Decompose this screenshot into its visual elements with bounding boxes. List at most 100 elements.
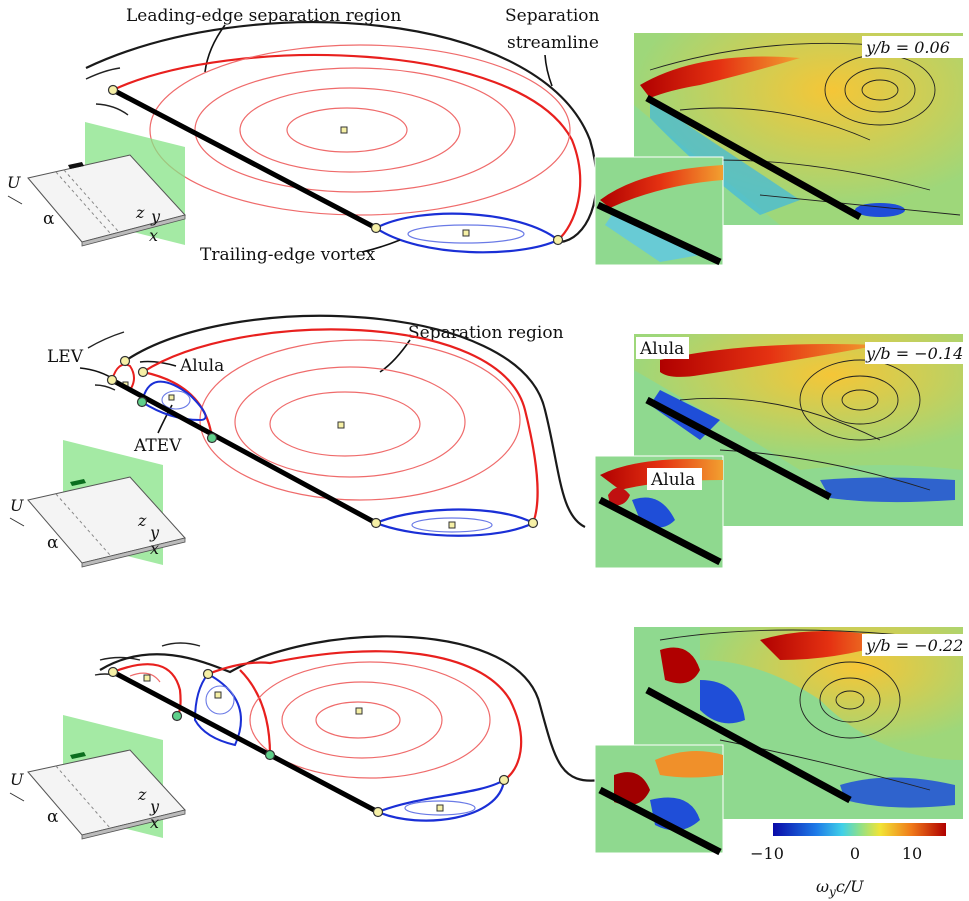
vortex-center-marker bbox=[168, 394, 175, 401]
label-leading-edge-separation: Leading-edge separation region bbox=[126, 6, 401, 26]
axis-x: x bbox=[150, 539, 159, 558]
flow-field-inset: Alula bbox=[594, 455, 724, 569]
separation-region-boundary bbox=[112, 53, 582, 241]
separation-region-boundary bbox=[239, 669, 272, 756]
critical-point bbox=[137, 366, 149, 378]
colorbar-gradient bbox=[773, 823, 946, 836]
axis-z: z bbox=[137, 785, 147, 804]
pointer-arrow bbox=[139, 360, 177, 367]
wing-sketch: U α z y x bbox=[9, 440, 186, 568]
critical-point bbox=[498, 774, 510, 786]
label-separation-region: Separation region bbox=[408, 323, 564, 343]
recirculation-loop bbox=[239, 87, 461, 173]
alula-tag: Alula bbox=[639, 339, 684, 359]
axis-alpha: α bbox=[43, 209, 55, 229]
colorbar-tick: −10 bbox=[750, 844, 784, 863]
critical-point bbox=[370, 222, 382, 234]
colorbar-tick: 10 bbox=[902, 844, 922, 863]
recirculation-loop bbox=[149, 44, 571, 216]
wing-plate bbox=[110, 377, 378, 526]
axis-y: y bbox=[150, 207, 161, 226]
section-label: y/b = −0.22 bbox=[865, 636, 963, 655]
critical-point bbox=[202, 668, 214, 680]
separation-region-boundary bbox=[112, 663, 182, 717]
critical-point bbox=[119, 355, 131, 367]
recirculation-loop bbox=[194, 67, 516, 193]
vortex-center-marker bbox=[143, 674, 151, 682]
separation-streamline bbox=[99, 635, 601, 782]
colorbar-label-sub: y bbox=[828, 885, 836, 899]
flow-arrow bbox=[95, 103, 129, 116]
pointer-arrow bbox=[361, 239, 401, 253]
pointer-arrow bbox=[157, 404, 173, 434]
attachment-point bbox=[136, 396, 148, 408]
separation-streamline bbox=[85, 21, 598, 244]
separation-region-boundary bbox=[142, 328, 539, 524]
wing-plate bbox=[111, 669, 380, 815]
recirculation-loop bbox=[315, 701, 401, 739]
label-lev: LEV bbox=[47, 347, 84, 367]
colorbar-tick: 0 bbox=[850, 844, 860, 863]
alula-tag: Alula bbox=[650, 470, 695, 490]
recirculation-loop bbox=[234, 366, 466, 478]
axis-alpha: α bbox=[47, 807, 59, 827]
flow-field-inset bbox=[594, 156, 724, 266]
atev-vortex bbox=[140, 380, 207, 422]
flow-arrow bbox=[94, 384, 116, 391]
colorbar-label: ωyc/U bbox=[816, 877, 864, 899]
attachment-point bbox=[206, 432, 218, 444]
panel-3: U α z y x y/b = −0.22 bbox=[9, 627, 963, 856]
separation-streamline bbox=[124, 314, 586, 528]
attachment-point bbox=[171, 710, 183, 722]
vortex-center-marker bbox=[340, 126, 348, 134]
wing-sketch: U α z y x bbox=[7, 122, 186, 247]
axis-z: z bbox=[137, 511, 147, 530]
recirculation-loop bbox=[286, 107, 408, 153]
critical-point bbox=[527, 517, 539, 529]
attachment-point bbox=[264, 749, 276, 761]
recirculation-loop bbox=[269, 391, 421, 457]
flow-arrow bbox=[161, 642, 201, 647]
axis-y: y bbox=[149, 797, 160, 816]
axis-y: y bbox=[149, 523, 160, 542]
panel-1: Leading-edge separation region Separatio… bbox=[7, 6, 963, 266]
label-atev: ATEV bbox=[133, 436, 182, 456]
colorbar: −10 0 10 ωyc/U bbox=[750, 823, 946, 899]
axis-alpha: α bbox=[47, 533, 59, 553]
pointer-arrow bbox=[544, 54, 553, 87]
vortex-loop bbox=[129, 672, 161, 683]
section-label: y/b = −0.14 bbox=[865, 344, 963, 363]
recirculation-loop bbox=[199, 339, 521, 501]
critical-point bbox=[370, 517, 382, 529]
lev-vortex bbox=[111, 363, 135, 391]
critical-point bbox=[107, 666, 119, 678]
axis-U: U bbox=[10, 770, 24, 789]
axis-U: U bbox=[7, 173, 21, 192]
separation-region-boundary bbox=[207, 650, 523, 781]
vortex-center-marker bbox=[436, 804, 444, 812]
flow-field-main: y/b = −0.22 bbox=[634, 627, 963, 819]
vortex-loop bbox=[407, 224, 525, 244]
section-label: y/b = 0.06 bbox=[865, 38, 950, 57]
vortex-loop bbox=[205, 685, 235, 715]
vortex-center-marker bbox=[448, 521, 456, 529]
axis-z: z bbox=[135, 203, 145, 222]
label-trailing-edge-vortex: Trailing-edge vortex bbox=[200, 245, 376, 265]
panel-2: Separation region LEV Alula ATEV bbox=[9, 314, 963, 569]
wing-sketch: U α z y x bbox=[9, 715, 186, 840]
vortex-loop bbox=[161, 390, 191, 410]
flow-field-main: y/b = −0.14 Alula bbox=[634, 334, 963, 526]
critical-point bbox=[552, 234, 564, 246]
label-separation-line2: streamline bbox=[507, 33, 599, 53]
vortex-center-marker bbox=[337, 421, 345, 429]
vortex-loop bbox=[404, 800, 476, 816]
flow-arrow bbox=[85, 67, 121, 80]
flow-field-main: y/b = 0.06 bbox=[634, 33, 963, 225]
flow-arrow bbox=[87, 331, 125, 349]
wing-plate bbox=[111, 87, 378, 231]
vortex-center-marker bbox=[355, 707, 363, 715]
flow-field-inset bbox=[594, 744, 724, 856]
axis-x: x bbox=[149, 226, 158, 245]
vortex-loop bbox=[411, 517, 493, 533]
